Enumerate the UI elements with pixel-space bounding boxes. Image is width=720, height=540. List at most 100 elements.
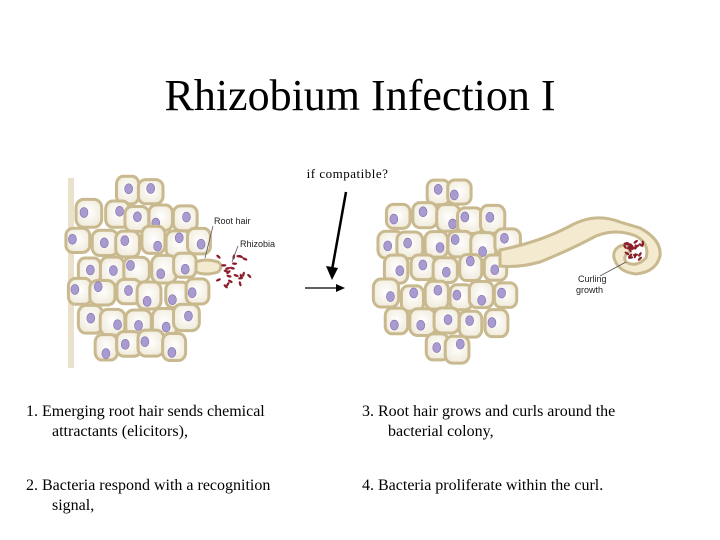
step-1-line2: attractants (elicitors), <box>26 422 326 442</box>
rhizobium-cell <box>238 277 244 280</box>
cell-nucleus <box>486 212 494 222</box>
cell-nucleus <box>154 241 162 251</box>
left-cell-grid <box>66 176 210 360</box>
cell-nucleus <box>478 295 486 305</box>
cell-nucleus <box>157 269 165 279</box>
cell-nucleus <box>451 235 459 245</box>
plant-cell <box>445 336 469 363</box>
cell-nucleus <box>114 320 122 330</box>
cell-nucleus <box>384 241 392 251</box>
rhizobium-cell <box>232 262 237 264</box>
rhizobium-cell <box>216 254 221 259</box>
cell-nucleus <box>456 339 464 349</box>
plant-cell <box>373 279 398 307</box>
cell-nucleus <box>197 239 205 249</box>
cell-nucleus <box>121 339 129 349</box>
compatibility-question: if compatible? <box>280 166 415 182</box>
rhizobium-cell <box>229 266 235 270</box>
rhizobium-cell <box>233 274 239 278</box>
cell-nucleus <box>68 234 76 244</box>
cell-nucleus <box>125 184 133 194</box>
cell-nucleus <box>419 207 427 217</box>
step-2-number: 2. <box>26 477 38 494</box>
step-3-number: 3. <box>362 403 374 420</box>
left-rhizobia-cluster <box>216 254 252 289</box>
cell-nucleus <box>100 238 108 248</box>
cell-nucleus <box>181 264 189 274</box>
cell-nucleus <box>434 285 442 295</box>
cell-nucleus <box>94 282 102 292</box>
root-hair-label: Root hair <box>214 216 251 226</box>
cell-nucleus <box>449 219 457 229</box>
rhizobium-cell <box>633 239 639 244</box>
step-2-line2: signal, <box>26 496 326 516</box>
cell-nucleus <box>80 208 88 218</box>
cell-nucleus <box>419 260 427 270</box>
step-2: 2. Bacteria respond with a recognition s… <box>26 476 326 516</box>
cell-nucleus <box>386 292 394 302</box>
plant-cell <box>386 204 410 228</box>
question-arrow <box>332 192 346 270</box>
plant-cell <box>90 281 115 305</box>
cell-nucleus <box>444 315 452 325</box>
cell-nucleus <box>410 288 418 298</box>
cell-nucleus <box>133 212 141 222</box>
rhizobium-cell <box>216 278 222 282</box>
cell-nucleus <box>141 337 149 347</box>
cell-nucleus <box>168 347 176 357</box>
cell-nucleus <box>390 214 398 224</box>
rhizobia-pointer <box>232 246 238 262</box>
cell-nucleus <box>126 260 134 270</box>
step-1-line1: Emerging root hair sends chemical <box>42 403 265 420</box>
rhizobium-cell <box>221 264 226 266</box>
cell-nucleus <box>188 288 196 298</box>
cell-nucleus <box>182 212 190 222</box>
cell-nucleus <box>162 322 170 332</box>
step-1: 1. Emerging root hair sends chemical att… <box>26 402 326 442</box>
cell-nucleus <box>135 320 143 330</box>
transition-arrow-head <box>336 284 345 292</box>
cell-nucleus <box>396 266 404 276</box>
cell-nucleus <box>466 316 474 326</box>
cell-nucleus <box>453 290 461 300</box>
rhizobia-label: Rhizobia <box>240 239 275 249</box>
left-root-hair <box>196 260 221 274</box>
cell-nucleus <box>116 206 124 216</box>
step-4-line1: Bacteria proliferate within the curl. <box>378 477 603 494</box>
cell-nucleus <box>488 318 496 328</box>
curling-label-line1: Curling <box>578 274 607 284</box>
cell-nucleus <box>109 266 117 276</box>
step-4: 4. Bacteria proliferate within the curl. <box>362 476 692 496</box>
cell-nucleus <box>436 243 444 253</box>
cell-nucleus <box>390 320 398 330</box>
cell-nucleus <box>417 320 425 330</box>
cell-nucleus <box>102 349 110 359</box>
left-root-tissue: Root hair Rhizobia <box>66 176 275 368</box>
step-4-number: 4. <box>362 477 374 494</box>
cell-nucleus <box>86 265 94 275</box>
question-arrow-head <box>326 266 338 280</box>
step-3-line1: Root hair grows and curls around the <box>378 403 615 420</box>
cell-nucleus <box>434 184 442 194</box>
step-2-line1: Bacteria respond with a recognition <box>42 477 270 494</box>
step-3: 3. Root hair grows and curls around the … <box>362 402 692 442</box>
right-cell-grid <box>373 180 520 363</box>
rhizobium-cell <box>226 274 232 278</box>
right-root-tissue: Curling growth <box>373 180 660 363</box>
cell-nucleus <box>124 285 132 295</box>
rhizobium-cell <box>225 267 231 271</box>
cell-nucleus <box>143 296 151 306</box>
cell-nucleus <box>175 233 183 243</box>
plant-cell <box>142 226 165 253</box>
cell-nucleus <box>450 190 458 200</box>
cell-nucleus <box>500 233 508 243</box>
rhizobium-cell <box>247 273 252 278</box>
cell-nucleus <box>461 212 469 222</box>
step-1-number: 1. <box>26 403 38 420</box>
rhizobium-cell <box>238 281 242 287</box>
cell-nucleus <box>168 295 176 305</box>
cell-nucleus <box>466 256 474 266</box>
plant-cell <box>425 232 448 258</box>
cell-nucleus <box>87 313 95 323</box>
